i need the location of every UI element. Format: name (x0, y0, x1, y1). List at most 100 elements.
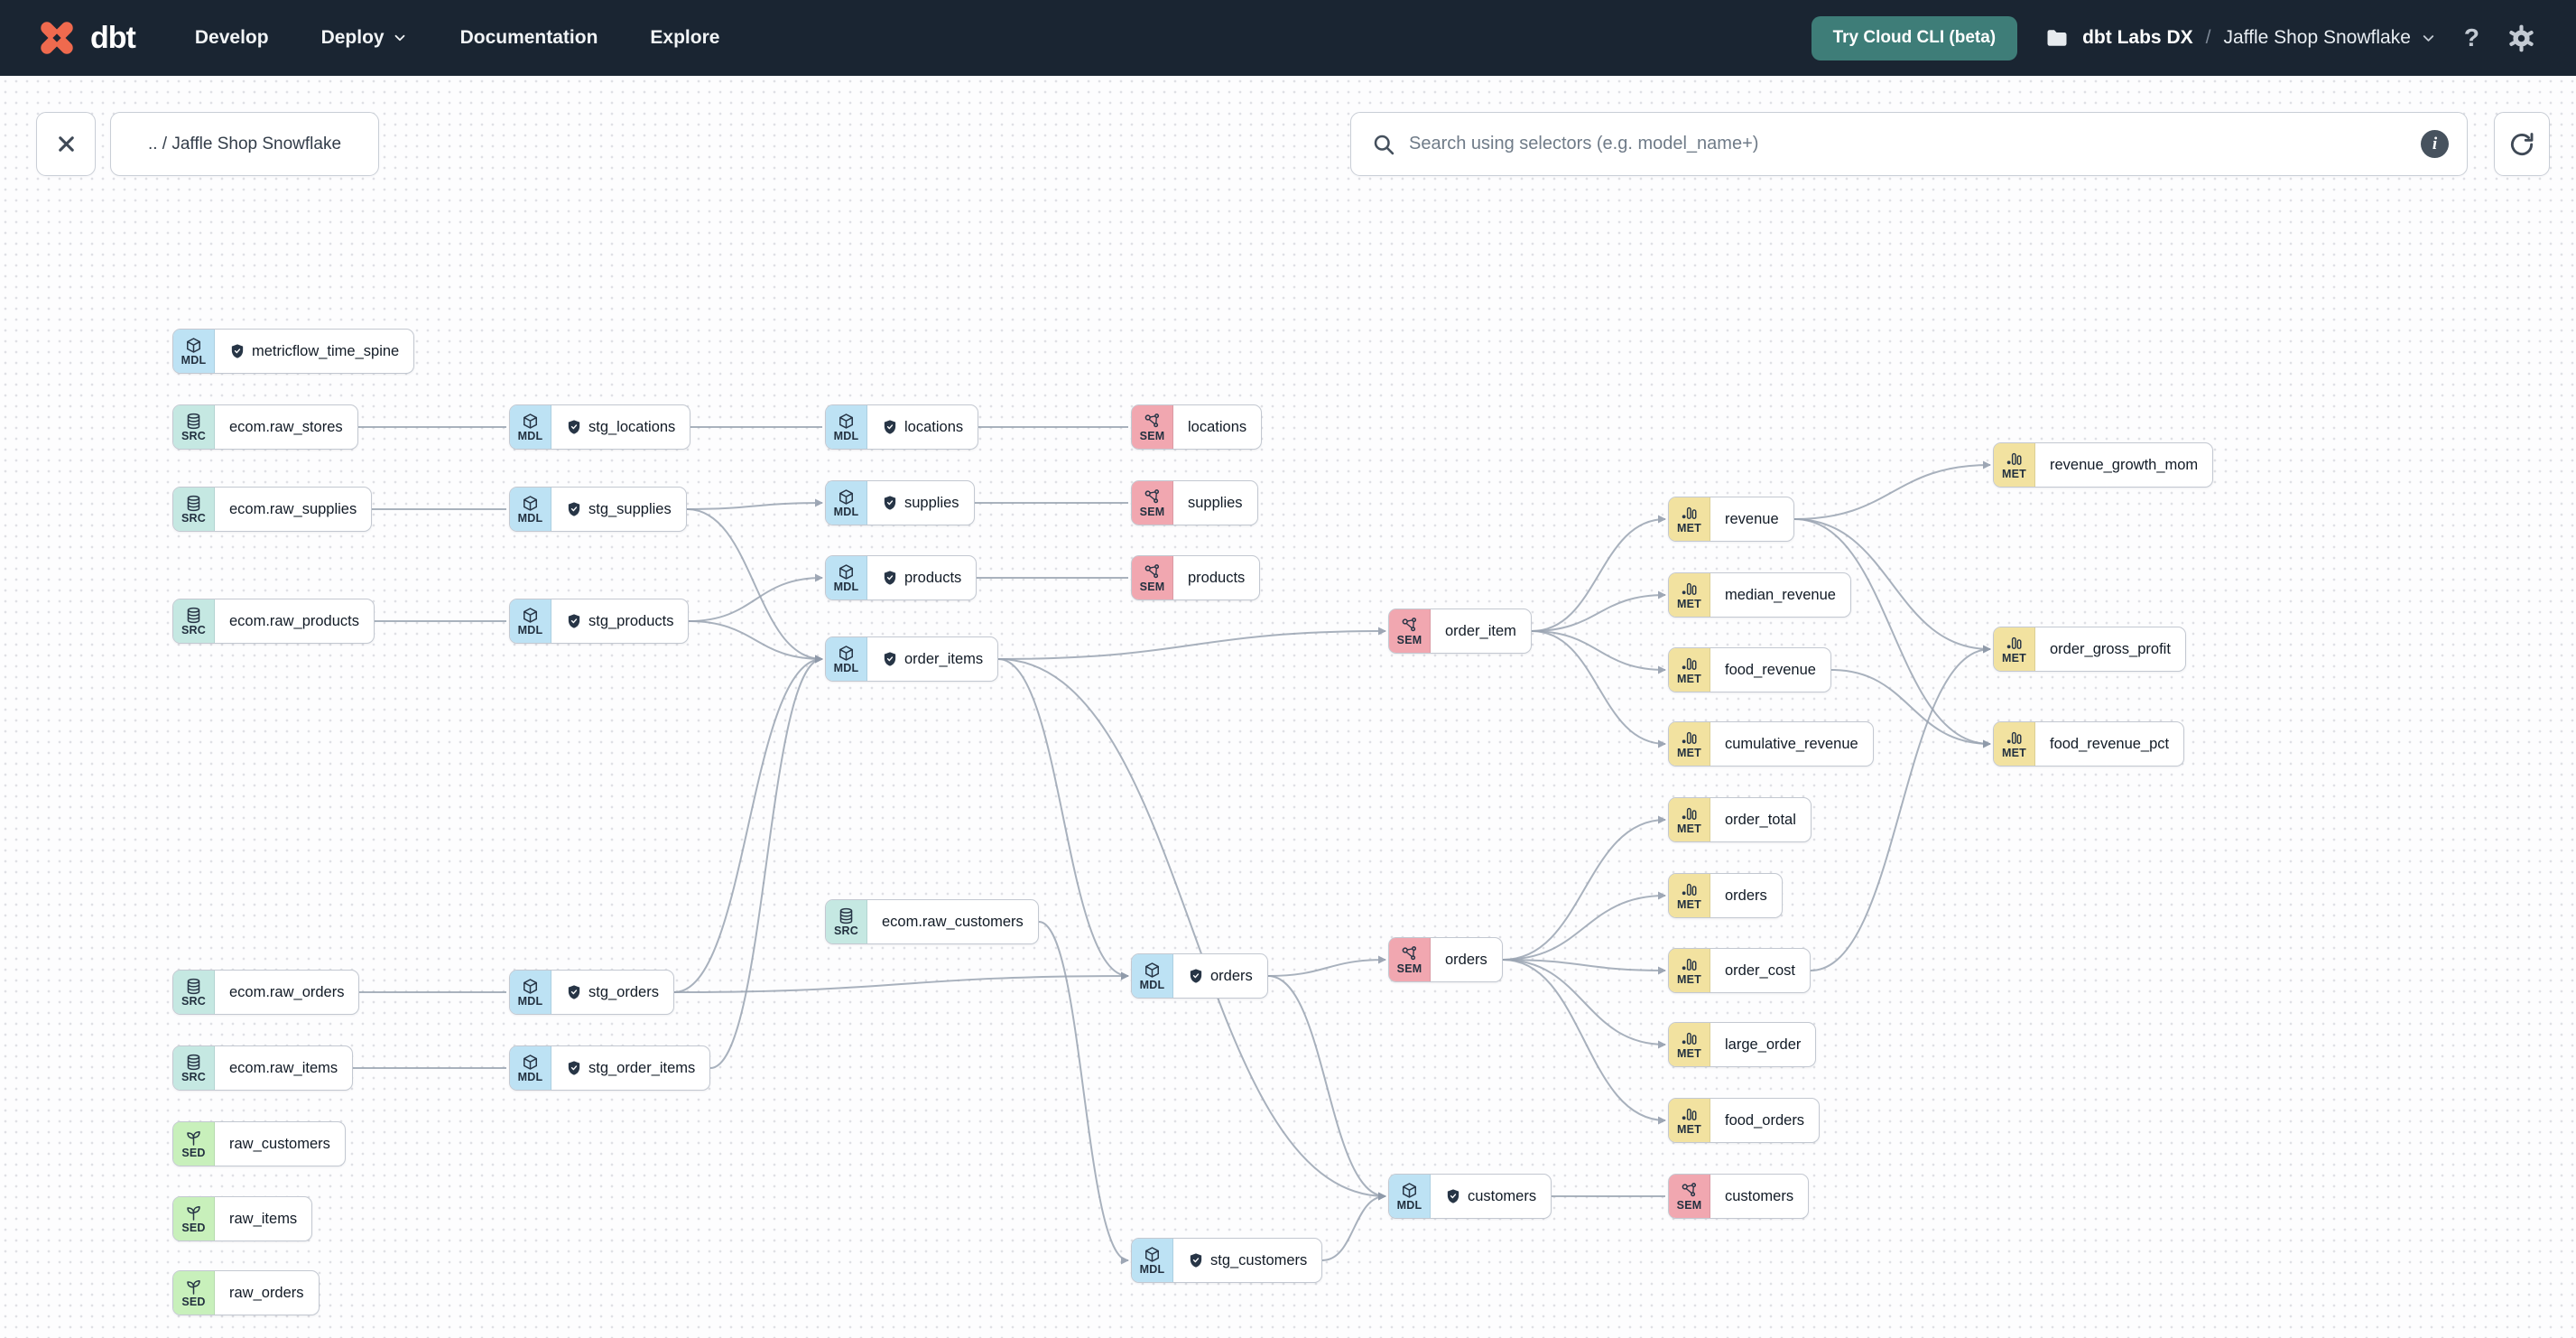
info-icon[interactable]: i (2421, 130, 2449, 158)
help-icon[interactable]: ? (2463, 23, 2479, 51)
refresh-lineage-button[interactable] (2494, 112, 2550, 176)
seed-icon (185, 1129, 202, 1147)
contract-shield-icon (568, 985, 580, 999)
node-type-label: MET (2002, 467, 2026, 480)
close-lineage-button[interactable] (36, 112, 96, 176)
model-cube-icon (838, 645, 855, 662)
node-type-label: MDL (1139, 1262, 1165, 1276)
node-label: order_total (1725, 811, 1796, 828)
node-label: supplies (1188, 494, 1243, 511)
node-label: stg_supplies (588, 500, 672, 517)
node-type-label: MET (1677, 1046, 1701, 1060)
node-type-badge: MDL (826, 481, 867, 525)
lineage-node-orders_mdl[interactable]: MDL orders (1131, 953, 1268, 999)
settings-gear-icon[interactable] (2507, 23, 2536, 53)
node-type-badge: MDL (1132, 954, 1173, 998)
lineage-node-stg_customers[interactable]: MDL stg_customers (1131, 1238, 1323, 1283)
node-type-label: SEM (1139, 429, 1165, 442)
contract-shield-icon (884, 496, 896, 510)
model-cube-icon (838, 413, 855, 430)
lineage-breadcrumb[interactable]: .. / Jaffle Shop Snowflake (110, 112, 379, 176)
account-name[interactable]: dbt Labs DX (2082, 27, 2193, 48)
node-type-badge: MDL (826, 556, 867, 599)
search-input[interactable] (1409, 134, 2408, 154)
semantic-model-icon (1144, 413, 1161, 430)
navbar-right: Try Cloud CLI (beta) dbt Labs DX / Jaffl… (1811, 15, 2536, 60)
semantic-model-icon (1401, 617, 1418, 634)
contract-shield-icon (568, 614, 580, 628)
semantic-model-icon (1144, 488, 1161, 506)
metric-chart-icon (1681, 1030, 1698, 1047)
contract-shield-icon (568, 502, 580, 516)
model-cube-icon (838, 488, 855, 506)
node-type-badge: SEM (1132, 556, 1173, 599)
metric-chart-icon (1681, 505, 1698, 522)
node-label: food_revenue (1725, 661, 1816, 678)
lineage-node-products_mdl[interactable]: MDL products (825, 555, 978, 600)
menu-documentation[interactable]: Documentation (459, 27, 598, 48)
node-label: products (904, 569, 962, 586)
source-database-icon (185, 495, 202, 512)
node-label: orders (1210, 967, 1253, 984)
node-label: order_cost (1725, 962, 1795, 979)
node-type-badge: MET (1669, 1099, 1710, 1142)
node-label: raw_items (229, 1210, 298, 1227)
source-database-icon (185, 978, 202, 995)
node-label: ecom.raw_customers (882, 913, 1024, 930)
project-selector[interactable]: Jaffle Shop Snowflake (2223, 27, 2436, 49)
model-cube-icon (1144, 962, 1161, 979)
node-label: raw_orders (229, 1284, 304, 1301)
menu-develop[interactable]: Develop (194, 27, 269, 48)
menu-explore[interactable]: Explore (650, 27, 720, 48)
node-type-badge: SRC (173, 405, 215, 449)
node-type-badge: MDL (510, 971, 551, 1014)
try-cloud-cli-button[interactable]: Try Cloud CLI (beta) (1811, 15, 2018, 60)
source-database-icon (185, 1054, 202, 1071)
dbt-logo[interactable]: dbt (36, 17, 136, 59)
node-type-label: SRC (181, 1070, 206, 1083)
menu-deploy[interactable]: Deploy (321, 27, 408, 49)
contract-shield-icon (1190, 1253, 1202, 1268)
node-type-badge: MDL (1132, 1239, 1173, 1282)
selector-search[interactable]: i (1350, 112, 2468, 176)
node-label: stg_customers (1210, 1251, 1308, 1268)
